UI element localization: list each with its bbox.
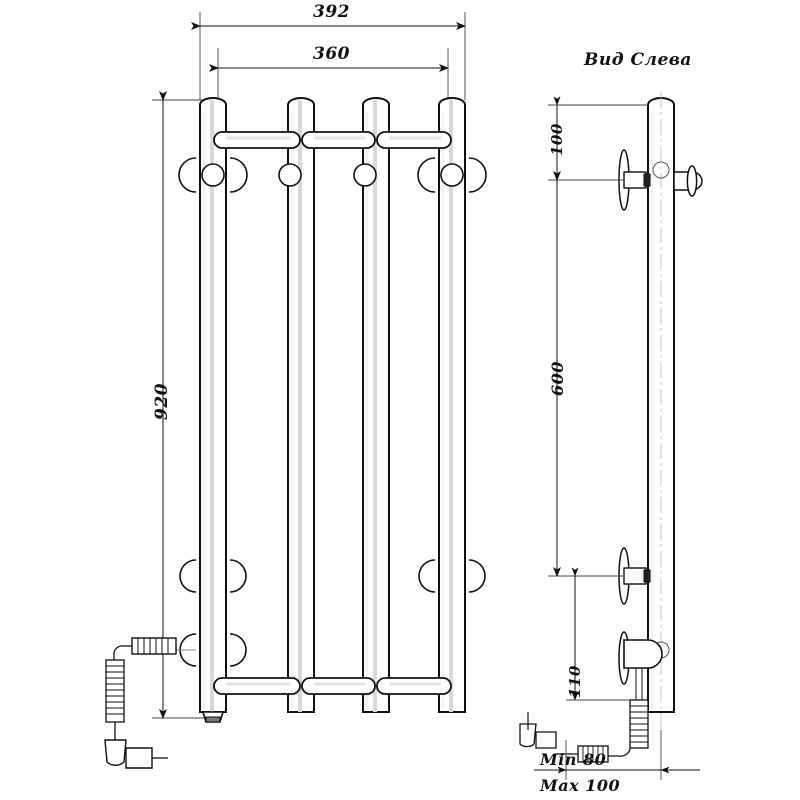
side-power-plug [519, 712, 557, 749]
power-cord [105, 637, 177, 740]
heating-element [176, 633, 247, 667]
vertical-tube-2 [287, 97, 315, 713]
dimension-wall-gap [534, 730, 700, 780]
dimension-label-100: 100 [548, 123, 566, 156]
dimension-label-392: 392 [313, 2, 350, 22]
dimension-392 [191, 12, 466, 100]
side-view-title: Вид Слева [584, 50, 692, 70]
vertical-tube-3 [362, 97, 390, 713]
crossbar-top [213, 131, 452, 149]
side-bracket-top-right [673, 165, 703, 197]
dimension-label-360: 360 [313, 44, 350, 64]
side-heating-element [618, 631, 663, 700]
bottom-fitting [201, 711, 225, 723]
dimension-label-min-gap: Min 80 [540, 750, 607, 769]
dimension-label-max-gap: Max 100 [540, 776, 621, 795]
vertical-tube-4 [438, 97, 466, 713]
side-power-cord [556, 699, 649, 763]
dimension-label-600: 600 [548, 361, 567, 396]
power-plug [104, 739, 168, 769]
crossbar-bottom [213, 677, 452, 695]
wall-bracket-bottom [179, 559, 486, 593]
dimension-360 [209, 48, 449, 100]
dimension-label-110: 110 [566, 665, 584, 698]
vertical-tube-1 [199, 97, 227, 713]
dimension-110 [566, 567, 630, 701]
dimension-label-920: 920 [152, 383, 172, 420]
wall-bracket-top [178, 157, 487, 193]
side-view-tube [647, 92, 675, 730]
